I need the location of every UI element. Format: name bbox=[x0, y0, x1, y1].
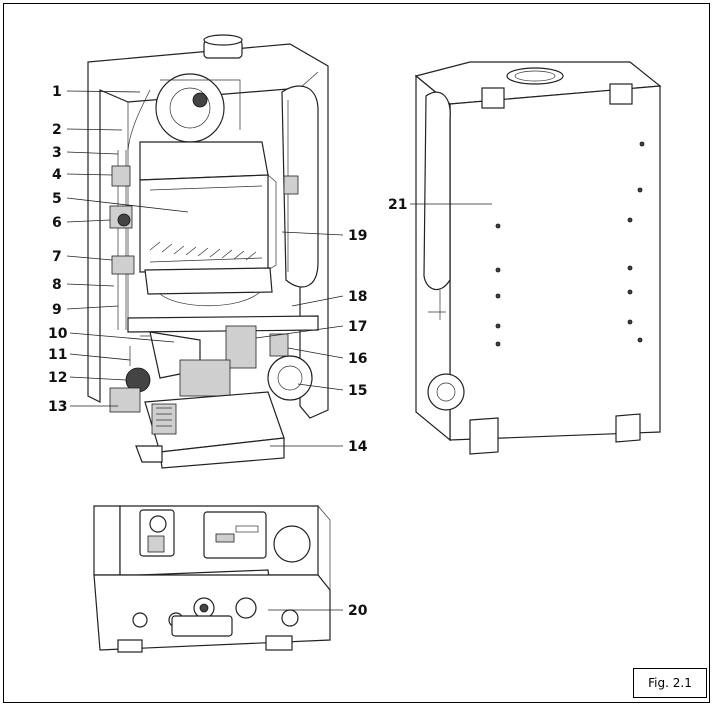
callout-18: 18 bbox=[348, 289, 368, 305]
callout-15: 15 bbox=[348, 383, 368, 399]
callout-1: 1 bbox=[52, 84, 62, 100]
callout-7: 7 bbox=[52, 249, 62, 265]
callout-11: 11 bbox=[48, 347, 68, 363]
callout-5: 5 bbox=[52, 191, 62, 207]
leader-lines bbox=[66, 90, 492, 611]
front-view-boiler bbox=[87, 34, 329, 469]
rear-view-boiler bbox=[414, 61, 662, 455]
callout-9: 9 bbox=[52, 302, 62, 318]
figure-frame bbox=[3, 3, 710, 703]
callout-4: 4 bbox=[52, 167, 62, 183]
callout-19: 19 bbox=[348, 228, 368, 244]
callout-2: 2 bbox=[52, 122, 62, 138]
callout-3: 3 bbox=[52, 145, 62, 161]
callout-21: 21 bbox=[388, 197, 408, 213]
callout-10: 10 bbox=[48, 326, 68, 342]
callout-12: 12 bbox=[48, 370, 68, 386]
callout-20: 20 bbox=[348, 603, 368, 619]
callout-17: 17 bbox=[348, 319, 368, 335]
callout-14: 14 bbox=[348, 439, 368, 455]
bottom-detail-view bbox=[93, 505, 331, 653]
callout-13: 13 bbox=[48, 399, 68, 415]
callout-6: 6 bbox=[52, 215, 62, 231]
callout-8: 8 bbox=[52, 277, 62, 293]
callout-16: 16 bbox=[348, 351, 368, 367]
figure-label: Fig. 2.1 bbox=[633, 668, 707, 698]
